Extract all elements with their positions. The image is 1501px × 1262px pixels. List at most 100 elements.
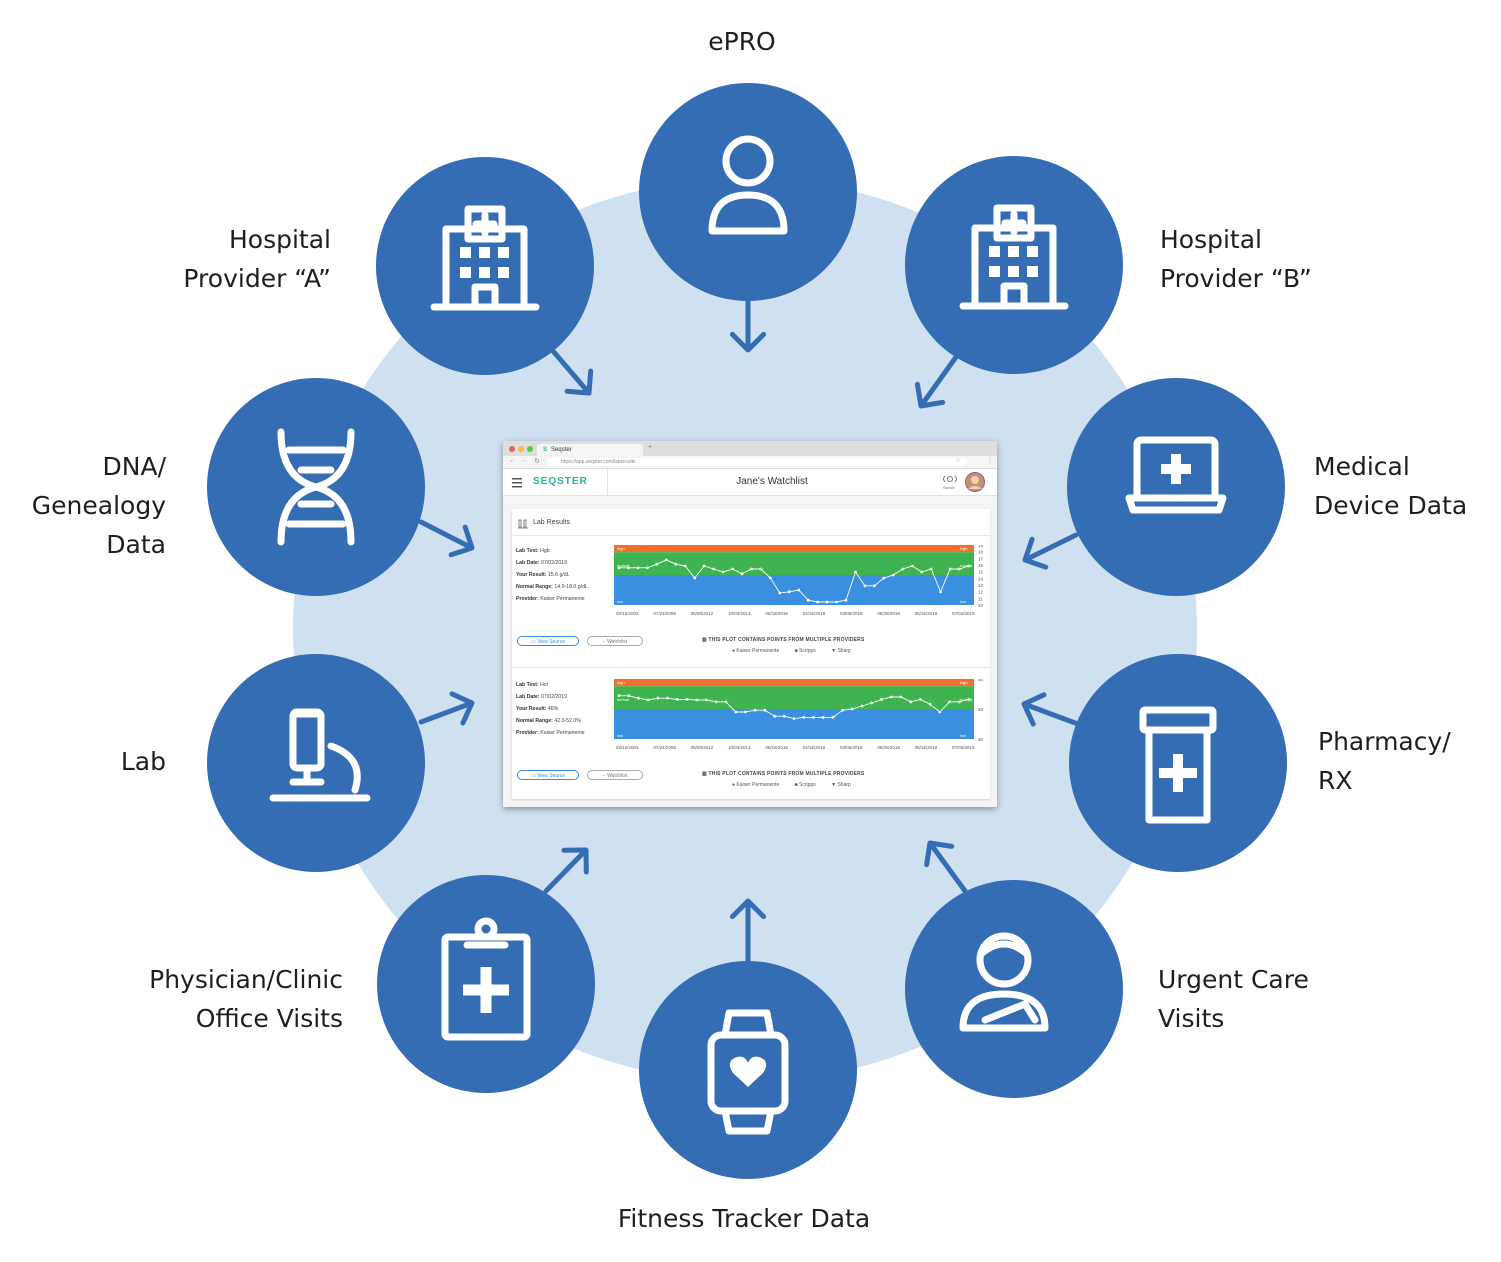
data-point[interactable] (901, 567, 905, 571)
data-point[interactable] (939, 590, 942, 594)
data-point[interactable] (695, 698, 699, 702)
data-point[interactable] (712, 567, 715, 571)
data-point[interactable] (744, 710, 747, 714)
url-field[interactable]: https://app.seqster.com/labresults (547, 458, 967, 466)
data-point[interactable] (636, 566, 640, 570)
data-point[interactable] (693, 576, 697, 580)
data-point[interactable] (617, 694, 621, 698)
data-point[interactable] (778, 591, 782, 595)
data-point[interactable] (753, 708, 757, 712)
switch-icon[interactable] (943, 474, 957, 484)
data-point[interactable] (617, 566, 621, 570)
data-point[interactable] (666, 696, 669, 700)
lab-test-value: Hgb (540, 548, 550, 554)
data-point[interactable] (637, 696, 640, 700)
data-point[interactable] (731, 567, 734, 571)
data-point[interactable] (763, 708, 767, 712)
data-point[interactable] (721, 570, 725, 574)
data-point[interactable] (702, 564, 706, 568)
data-point[interactable] (841, 708, 844, 712)
data-point[interactable] (782, 714, 786, 718)
data-point[interactable] (787, 590, 791, 594)
minimize-dot[interactable] (518, 446, 524, 452)
data-point[interactable] (740, 572, 744, 576)
view-source-button[interactable]: ▭ View Source (517, 636, 579, 646)
data-point[interactable] (948, 567, 952, 571)
data-point[interactable] (882, 576, 886, 580)
new-tab-icon[interactable]: + (648, 444, 653, 451)
data-point[interactable] (831, 716, 835, 719)
data-point[interactable] (844, 598, 848, 602)
hamburger-icon[interactable] (512, 478, 524, 488)
seqster-logo[interactable]: SEQSTER (533, 476, 588, 487)
close-dot[interactable] (509, 446, 515, 452)
data-point[interactable] (674, 562, 678, 566)
data-point[interactable] (919, 698, 922, 701)
data-point[interactable] (714, 700, 718, 704)
data-point[interactable] (759, 567, 763, 571)
watchlist-button[interactable]: − Watchlist (587, 636, 643, 646)
data-point[interactable] (802, 716, 806, 719)
data-point[interactable] (967, 564, 971, 568)
data-point[interactable] (797, 588, 801, 592)
data-point[interactable] (806, 598, 810, 602)
data-point[interactable] (664, 558, 668, 562)
data-point[interactable] (938, 710, 942, 714)
section-divider (512, 535, 990, 536)
label-line: Visits (1158, 1004, 1225, 1033)
data-point[interactable] (929, 567, 933, 571)
back-icon[interactable]: ← (509, 457, 516, 464)
data-point[interactable] (816, 600, 819, 604)
data-point[interactable] (948, 700, 951, 704)
reload-icon[interactable]: ↻ (534, 458, 540, 465)
view-source-button[interactable]: ▭ View Source (517, 770, 579, 780)
data-point[interactable] (860, 704, 864, 708)
data-point[interactable] (957, 700, 961, 704)
data-point[interactable] (850, 707, 854, 711)
data-point[interactable] (656, 696, 660, 700)
data-point[interactable] (870, 701, 874, 705)
data-point[interactable] (705, 698, 708, 702)
data-point[interactable] (854, 570, 857, 574)
forward-icon[interactable]: → (521, 457, 528, 464)
maximize-dot[interactable] (527, 446, 533, 452)
data-point[interactable] (685, 698, 689, 701)
data-point[interactable] (646, 698, 650, 702)
data-point[interactable] (627, 566, 630, 570)
data-point[interactable] (773, 714, 776, 718)
data-point[interactable] (655, 562, 659, 566)
data-point[interactable] (792, 717, 796, 720)
menu-dots-icon[interactable]: ⋮ (987, 458, 993, 464)
data-point[interactable] (863, 584, 867, 588)
avatar[interactable] (965, 472, 985, 492)
lab-test-label: Lab Test: (516, 548, 539, 554)
data-point[interactable] (910, 564, 914, 568)
arrow-lab (418, 691, 475, 726)
data-point[interactable] (769, 576, 772, 580)
watchlist-button[interactable]: − Watchlist (587, 770, 643, 780)
data-point[interactable] (958, 567, 961, 571)
data-point[interactable] (724, 700, 728, 704)
data-point[interactable] (750, 567, 753, 571)
data-point[interactable] (646, 566, 649, 570)
data-point[interactable] (891, 573, 895, 577)
data-point[interactable] (821, 716, 825, 719)
data-point[interactable] (683, 564, 687, 568)
data-point[interactable] (899, 695, 903, 699)
data-point[interactable] (967, 698, 971, 701)
data-point[interactable] (920, 570, 924, 574)
data-point[interactable] (825, 600, 829, 604)
bookmark-icon[interactable]: ☆ (955, 458, 961, 464)
data-point[interactable] (812, 716, 815, 719)
data-point[interactable] (909, 700, 913, 704)
data-point[interactable] (880, 698, 883, 701)
data-point[interactable] (734, 710, 738, 714)
lab-test-value: Hct (540, 682, 548, 688)
data-point[interactable] (627, 694, 631, 698)
data-point[interactable] (889, 695, 893, 699)
data-point[interactable] (675, 698, 679, 701)
data-point[interactable] (835, 600, 838, 604)
data-point[interactable] (928, 702, 932, 706)
data-point[interactable] (873, 584, 876, 588)
